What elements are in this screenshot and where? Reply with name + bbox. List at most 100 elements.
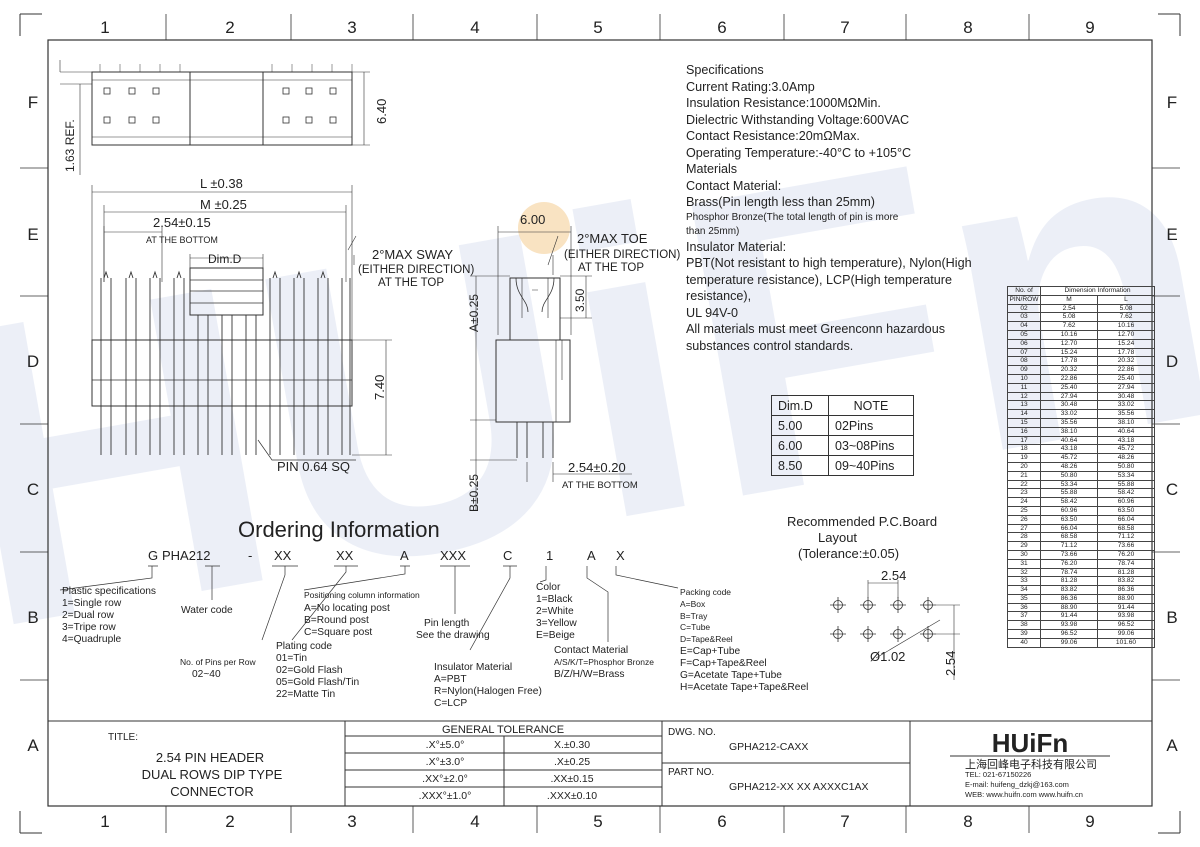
dim-cell: 25 bbox=[1007, 505, 1041, 516]
col-label: 2 bbox=[225, 18, 234, 37]
dim-cell: 86.36 bbox=[1040, 593, 1098, 604]
dim-cell: 96.52 bbox=[1097, 620, 1155, 631]
dim-cell: 22.86 bbox=[1040, 373, 1098, 384]
position-line: C=Square post bbox=[304, 627, 372, 638]
tol-cell: X.±0.30 bbox=[554, 739, 590, 751]
col-label: 4 bbox=[470, 812, 479, 831]
row-label: C bbox=[1166, 480, 1178, 499]
toe-2: (EITHER DIRECTION) bbox=[564, 249, 680, 261]
note-cell: 02Pins bbox=[828, 415, 914, 436]
pcb-title-2: Layout bbox=[818, 530, 857, 545]
spec-line: Insulation Resistance:1000MΩMin. bbox=[686, 96, 881, 110]
dim-cell: 30.48 bbox=[1097, 391, 1155, 402]
dim-600: 6.00 bbox=[520, 212, 545, 227]
code-seg: XXX bbox=[440, 548, 466, 563]
spec-line: Specifications bbox=[686, 63, 764, 77]
dim-cell: 28 bbox=[1007, 532, 1041, 543]
dim-cell: 48.26 bbox=[1040, 461, 1098, 472]
row-label: F bbox=[1167, 93, 1177, 112]
dim-740: 7.40 bbox=[372, 375, 387, 400]
title-line-2: DUAL ROWS DIP TYPE bbox=[142, 767, 283, 782]
dim-cell: 86.36 bbox=[1097, 585, 1155, 595]
dim-cell: 40.64 bbox=[1097, 426, 1155, 437]
row-label: C bbox=[27, 480, 39, 499]
col-label: 6 bbox=[717, 812, 726, 831]
ordering-title: Ordering Information bbox=[238, 517, 440, 542]
pcb-title-3: (Tolerance:±0.05) bbox=[798, 546, 899, 561]
spec-line: Operating Temperature:-40°C to +105°C bbox=[686, 145, 912, 160]
position-line: A=No locating post bbox=[304, 603, 390, 614]
col-label: 3 bbox=[347, 18, 356, 37]
col-label: 7 bbox=[840, 18, 849, 37]
top-view bbox=[59, 60, 370, 175]
packing-line: C=Tube bbox=[680, 622, 710, 632]
title-label: TITLE: bbox=[108, 732, 138, 743]
dim-cell: 78.74 bbox=[1040, 567, 1098, 578]
dim-cell: 19 bbox=[1007, 453, 1041, 463]
dim-cell: 76.20 bbox=[1040, 558, 1098, 569]
contact-line: Contact Material bbox=[554, 645, 628, 656]
pins-line: No. of Pins per Row bbox=[180, 657, 256, 667]
dim-254-020: 2.54±0.20 bbox=[568, 460, 626, 475]
spec-line: PBT(Not resistant to high temperature), … bbox=[686, 256, 972, 270]
dim-cell: 93.98 bbox=[1040, 620, 1098, 631]
dim-cell: 35 bbox=[1007, 593, 1041, 604]
dim-cell: 53.34 bbox=[1040, 479, 1098, 490]
note-cell: 5.00 bbox=[771, 415, 829, 436]
dim-cell: 38 bbox=[1007, 620, 1041, 631]
dim-cell: 101.60 bbox=[1097, 637, 1155, 648]
dim-cell: 2.54 bbox=[1040, 303, 1098, 314]
dim-cell: 12.70 bbox=[1040, 338, 1098, 349]
dim-cell: 55.88 bbox=[1097, 479, 1155, 490]
dim-cell: 76.20 bbox=[1097, 549, 1155, 560]
dim-cell: 30.48 bbox=[1040, 400, 1098, 411]
dim-a: A±0.25 bbox=[467, 294, 481, 332]
dim-cell: 04 bbox=[1007, 321, 1041, 331]
tol-cell: .X±0.25 bbox=[554, 756, 590, 768]
note-header: NOTE bbox=[828, 395, 914, 416]
dim-cell: 20.32 bbox=[1040, 365, 1098, 375]
dim-cell: 34 bbox=[1007, 585, 1041, 595]
ordering-code: G PHA212 - XX XX A XXX C 1 A X bbox=[148, 548, 625, 563]
insulator-line: Insulator Material bbox=[434, 662, 512, 673]
spec-line: Materials bbox=[686, 162, 738, 176]
dim-cell: 17 bbox=[1007, 435, 1041, 446]
spec-line: Phosphor Bronze(The total length of pin … bbox=[686, 211, 899, 223]
tol-cell: .XX°±2.0° bbox=[422, 773, 468, 785]
dim-cell: 45.72 bbox=[1097, 444, 1155, 455]
col-label: 7 bbox=[840, 812, 849, 831]
dim-cell: 35.56 bbox=[1040, 417, 1098, 428]
dim-cell: 73.66 bbox=[1040, 549, 1098, 560]
plating-line: 02=Gold Flash bbox=[276, 665, 343, 676]
dim-cell: 55.88 bbox=[1040, 488, 1098, 499]
col-label: 9 bbox=[1085, 18, 1094, 37]
note-header: Dim.D bbox=[771, 395, 829, 416]
dim-cell: 14 bbox=[1007, 409, 1041, 419]
dim-cell: 38.10 bbox=[1040, 426, 1098, 437]
pcb-pitch-v: 2.54 bbox=[943, 651, 958, 676]
spec-line: resistance), bbox=[686, 289, 752, 303]
code-seg: A bbox=[587, 548, 596, 563]
dim-cell: 22.86 bbox=[1097, 365, 1155, 375]
dim-header: Dimension Information bbox=[1040, 286, 1155, 296]
col-label: 8 bbox=[963, 812, 972, 831]
row-label: E bbox=[1166, 225, 1177, 244]
dim-cell: 68.58 bbox=[1097, 523, 1155, 534]
dim-cell: 25.40 bbox=[1040, 382, 1098, 393]
position-line: B=Round post bbox=[304, 615, 369, 626]
title-block bbox=[48, 720, 1152, 806]
plating-line: 05=Gold Flash/Tin bbox=[276, 677, 359, 688]
